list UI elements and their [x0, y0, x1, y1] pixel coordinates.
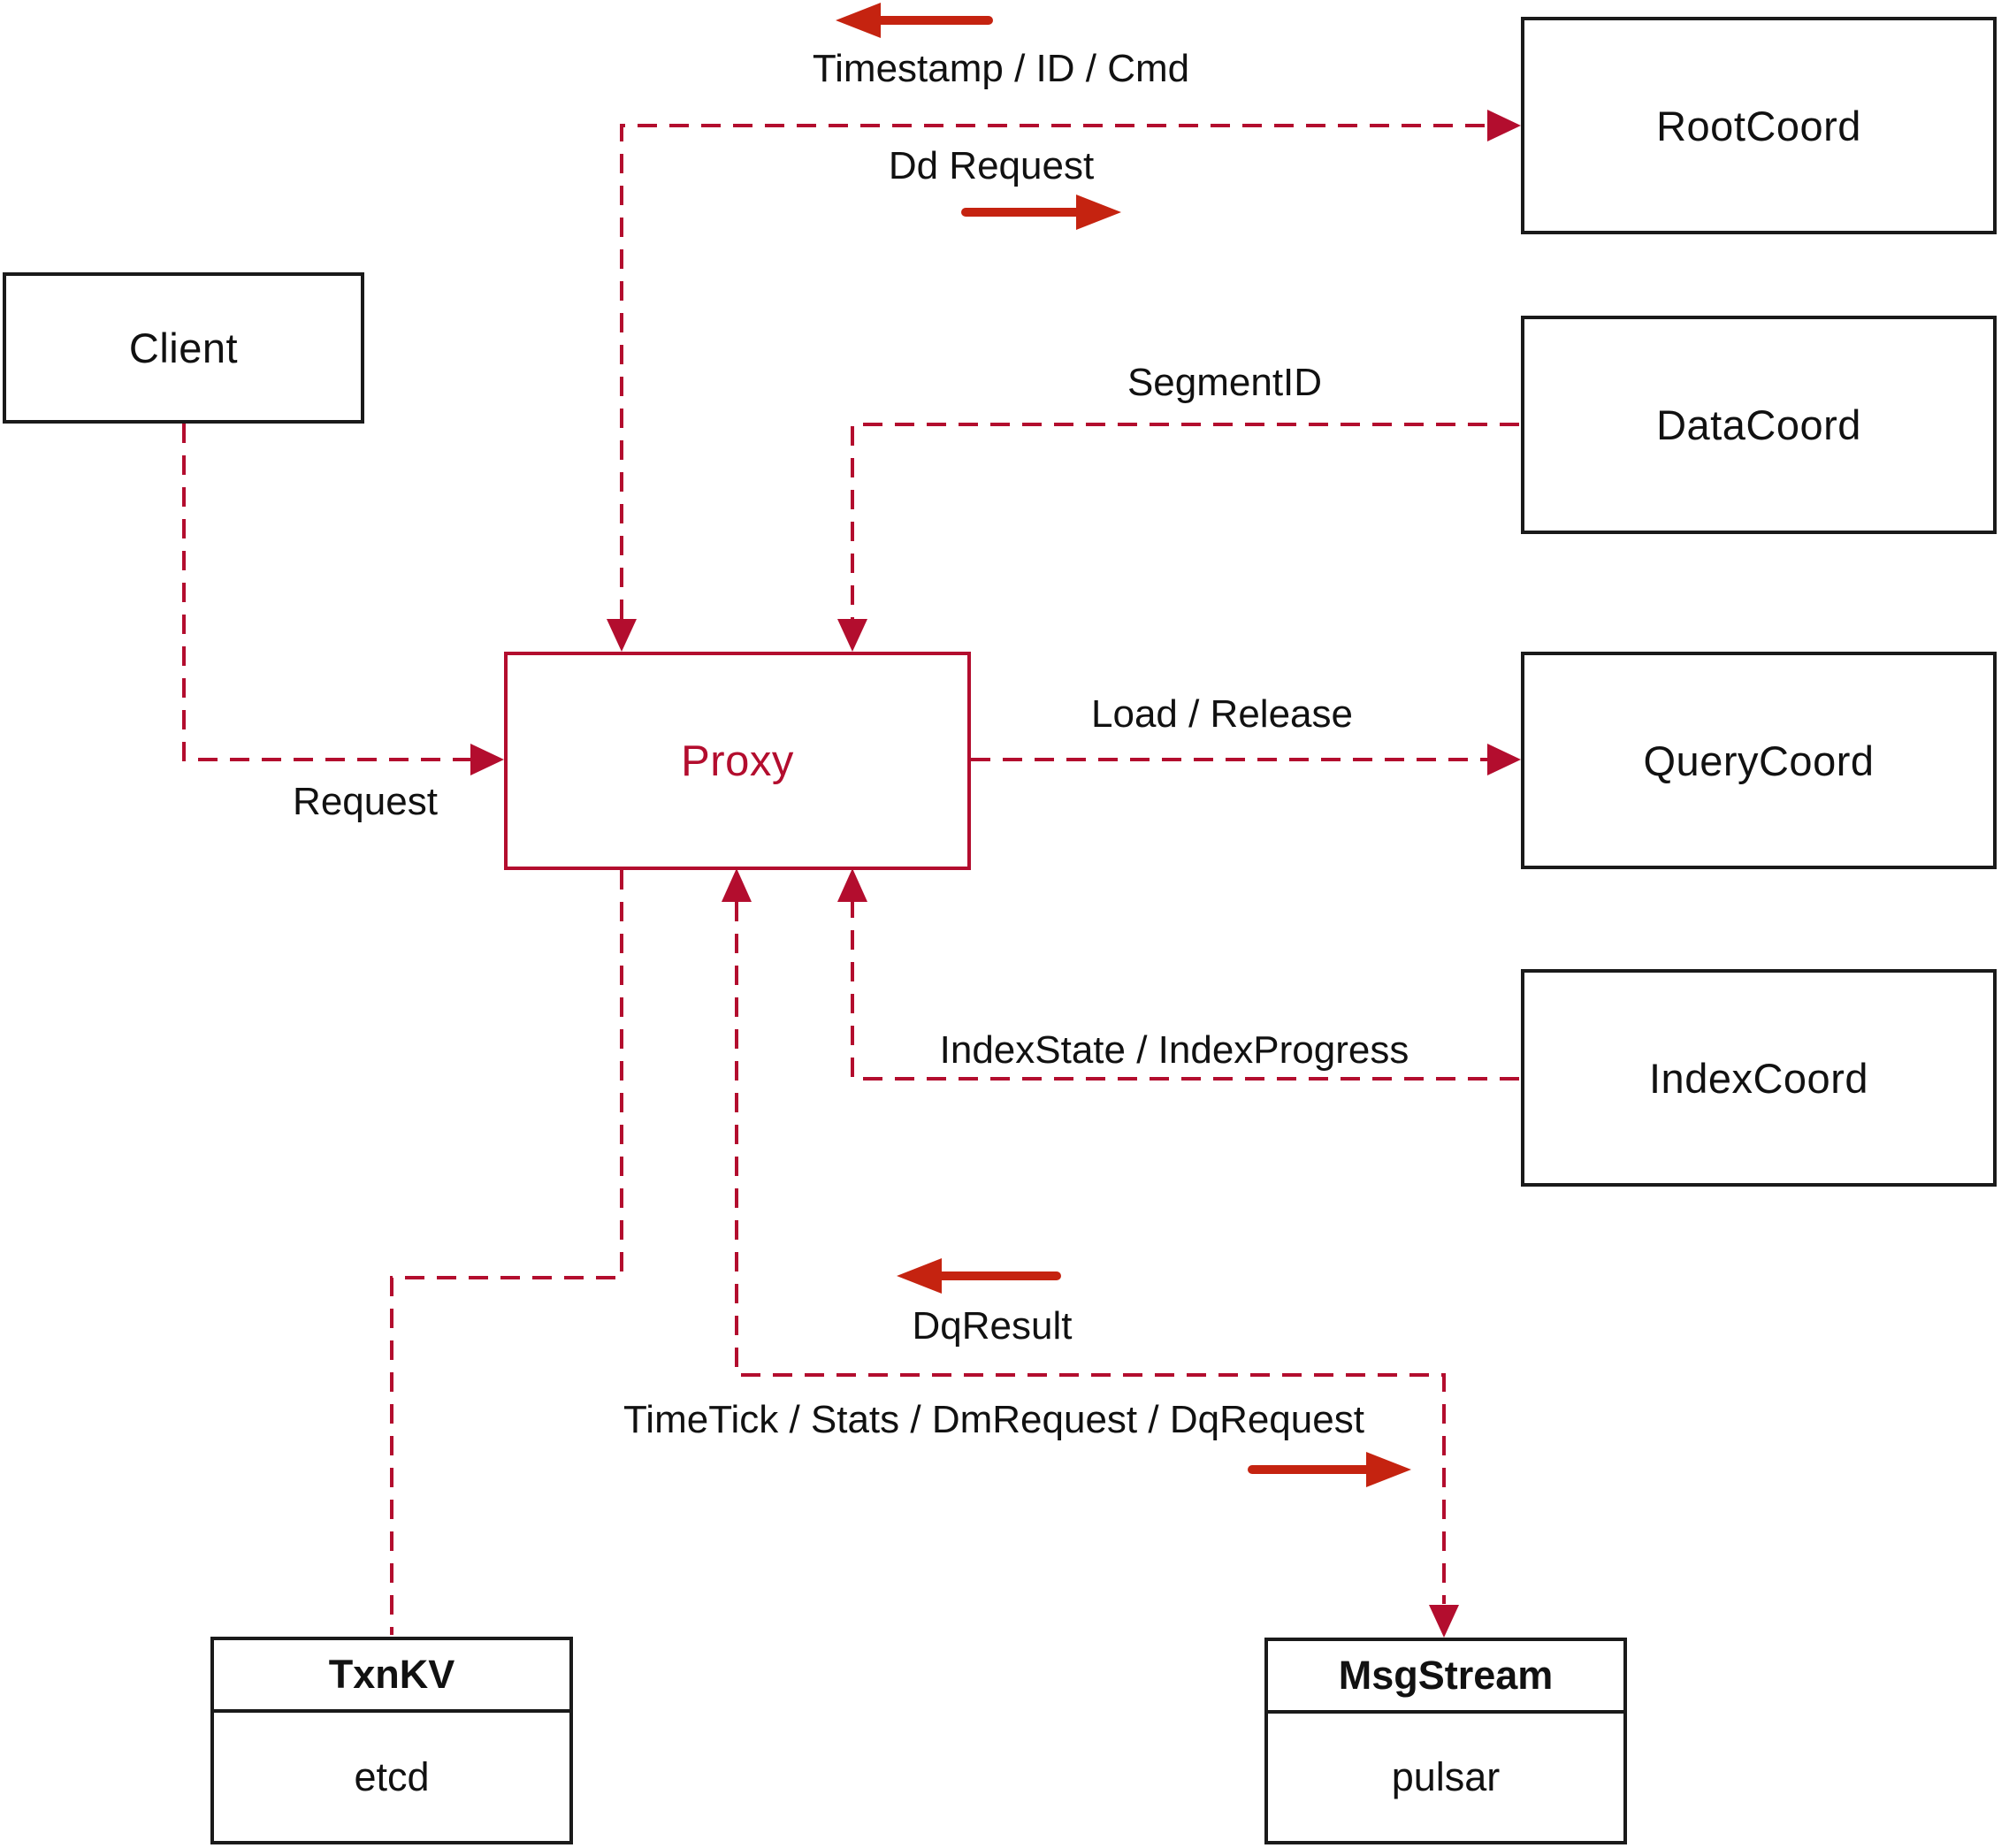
arrowhead-into-querycoord: [1487, 744, 1521, 775]
edge-label-timestamp-id-cmd: Timestamp / ID / Cmd: [812, 47, 1190, 90]
arrowhead-into-proxy-bottom-right: [837, 868, 867, 902]
msgstream-header: MsgStream: [1268, 1641, 1623, 1714]
edge-label-dq-result: DqResult: [912, 1304, 1073, 1348]
client-label: Client: [128, 325, 239, 371]
edge-client-proxy-line: [182, 424, 472, 761]
edge-datacoord-proxy-line: [851, 423, 1519, 619]
arrowhead-into-proxy-top-left: [607, 619, 637, 652]
txnkv-header: TxnKV: [214, 1640, 569, 1713]
direction-arrow-timestamp-left: [836, 3, 993, 38]
edge-proxy-rootcoord-line: [620, 124, 1487, 619]
msgstream-body: pulsar: [1268, 1714, 1623, 1841]
indexcoord-label: IndexCoord: [1649, 1054, 1868, 1102]
edge-label-load-release: Load / Release: [1091, 692, 1353, 736]
txnkv-title: TxnKV: [328, 1652, 455, 1697]
arrowhead-into-proxy-bottom-mid: [722, 868, 752, 902]
rootcoord-label: RootCoord: [1656, 102, 1861, 149]
edge-label-dd-request: Dd Request: [888, 144, 1095, 187]
node-indexcoord: IndexCoord: [1521, 969, 1997, 1187]
arrowhead-into-proxy-top-right: [837, 619, 867, 652]
arrowhead-into-msgstream: [1429, 1605, 1459, 1638]
edge-label-segment-id: SegmentID: [1127, 361, 1323, 404]
edge-label-request: Request: [293, 780, 438, 823]
txnkv-subtitle: etcd: [354, 1753, 430, 1799]
node-rootcoord: RootCoord: [1521, 17, 1997, 234]
direction-arrow-dd-request-right: [961, 195, 1121, 230]
node-proxy: Proxy: [504, 652, 971, 870]
msgstream-subtitle: pulsar: [1391, 1754, 1501, 1799]
msgstream-title: MsgStream: [1338, 1653, 1554, 1698]
arrowhead-into-proxy-left: [470, 744, 504, 775]
node-client: Client: [3, 272, 364, 424]
querycoord-label: QueryCoord: [1643, 737, 1875, 784]
direction-arrow-dq-result-left: [897, 1258, 1061, 1294]
node-querycoord: QueryCoord: [1521, 652, 1997, 869]
edge-label-index-state-progress: IndexState / IndexProgress: [939, 1028, 1409, 1072]
node-datacoord: DataCoord: [1521, 316, 1997, 534]
node-txnkv: TxnKV etcd: [210, 1637, 573, 1844]
arrowhead-into-rootcoord: [1487, 110, 1521, 141]
edge-proxy-msgstream-line: [735, 902, 1446, 1604]
node-msgstream: MsgStream pulsar: [1264, 1638, 1627, 1844]
edge-proxy-txnkv-line: [390, 870, 623, 1635]
direction-arrow-time-tick-right: [1248, 1452, 1411, 1487]
proxy-label: Proxy: [681, 737, 794, 785]
datacoord-label: DataCoord: [1656, 401, 1861, 448]
edge-label-time-tick-stats: TimeTick / Stats / DmRequest / DqRequest: [623, 1398, 1364, 1441]
txnkv-body: etcd: [214, 1713, 569, 1841]
